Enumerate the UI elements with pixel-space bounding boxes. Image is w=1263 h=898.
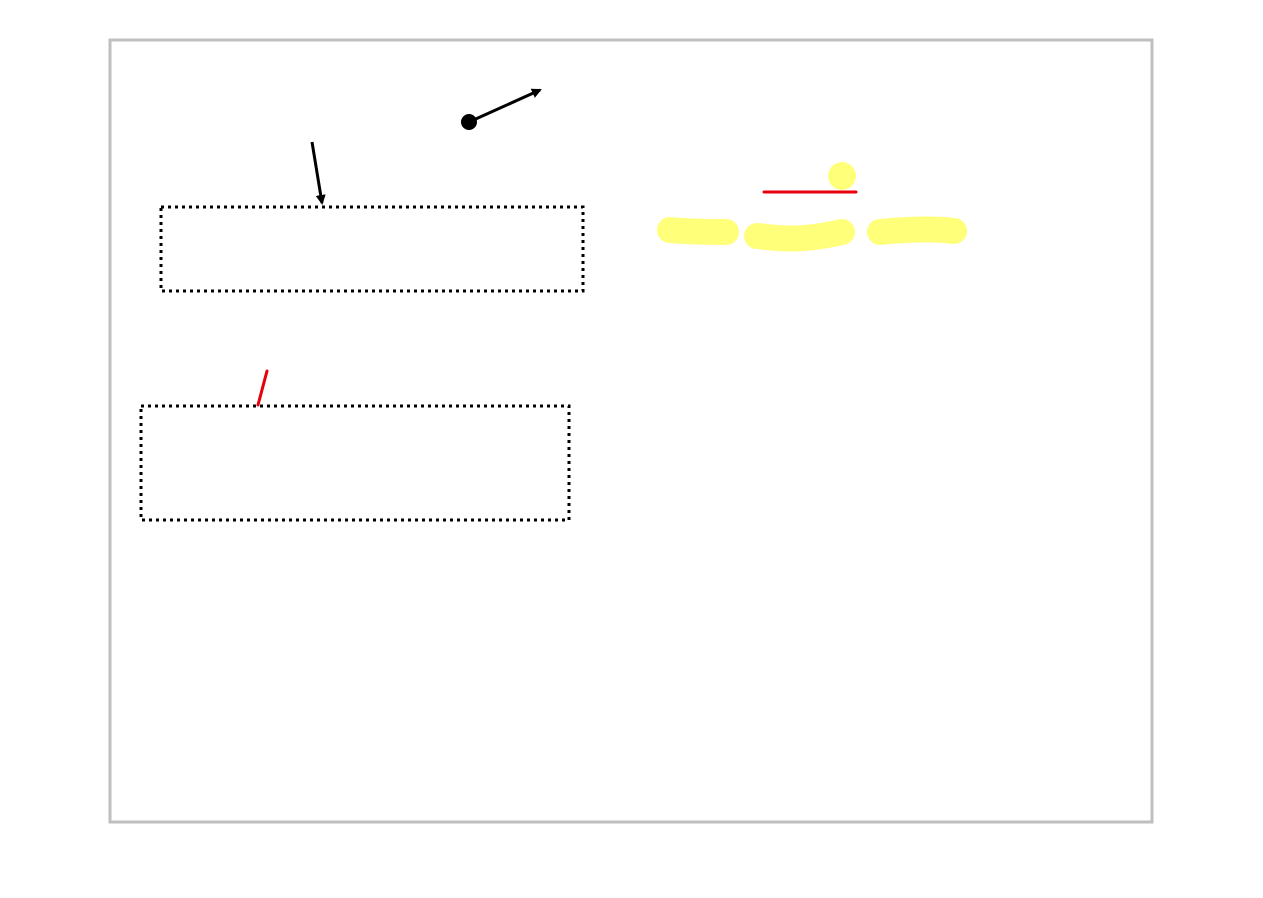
canvas-frame — [108, 38, 1154, 824]
highlighter-stroke-1[interactable] — [657, 217, 739, 245]
highlighter-stroke-3[interactable] — [867, 216, 967, 245]
highlighter-stroke-2[interactable] — [744, 219, 855, 252]
arrow-down-icon[interactable] — [310, 141, 326, 205]
dotted-box-1[interactable] — [159, 205, 585, 293]
arrow-with-dot-icon[interactable] — [461, 88, 542, 130]
dotted-box-2[interactable] — [139, 404, 571, 522]
highlighter-dot[interactable] — [828, 162, 856, 190]
red-pen-stroke-1[interactable] — [256, 369, 269, 407]
